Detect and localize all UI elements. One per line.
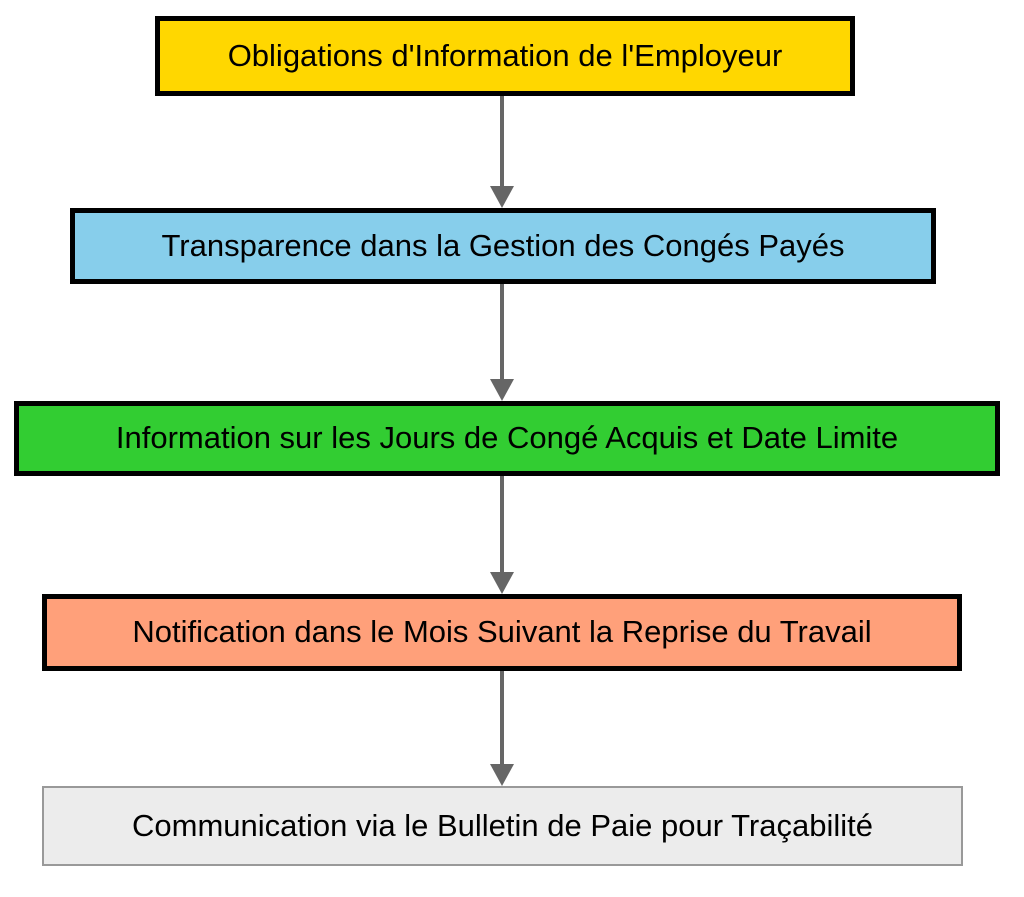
edge-n1-n2: [490, 96, 514, 208]
flowchart-node-obligations-information-employeur[interactable]: Obligations d'Information de l'Employeur: [155, 16, 855, 96]
flowchart-node-communication-bulletin-paie[interactable]: Communication via le Bulletin de Paie po…: [42, 786, 963, 866]
edge-line: [500, 476, 504, 572]
edge-n2-n3: [490, 284, 514, 401]
arrowhead-icon: [490, 572, 514, 594]
edge-n4-n5: [490, 671, 514, 786]
edge-line: [500, 671, 504, 764]
flowchart-node-transparence-gestion-conges-payes[interactable]: Transparence dans la Gestion des Congés …: [70, 208, 936, 284]
node-label: Notification dans le Mois Suivant la Rep…: [132, 614, 872, 650]
node-label: Information sur les Jours de Congé Acqui…: [115, 420, 899, 456]
arrowhead-icon: [490, 764, 514, 786]
edge-n3-n4: [490, 476, 514, 594]
node-label: Obligations d'Information de l'Employeur: [227, 37, 783, 73]
arrowhead-icon: [490, 186, 514, 208]
node-label: Transparence dans la Gestion des Congés …: [161, 227, 845, 263]
arrowhead-icon: [490, 379, 514, 401]
flowchart-node-information-jours-conge-acquis[interactable]: Information sur les Jours de Congé Acqui…: [14, 401, 1000, 476]
edge-line: [500, 284, 504, 379]
node-label: Communication via le Bulletin de Paie po…: [132, 807, 873, 843]
edge-line: [500, 96, 504, 186]
flowchart-node-notification-mois-suivant-reprise[interactable]: Notification dans le Mois Suivant la Rep…: [42, 594, 962, 671]
